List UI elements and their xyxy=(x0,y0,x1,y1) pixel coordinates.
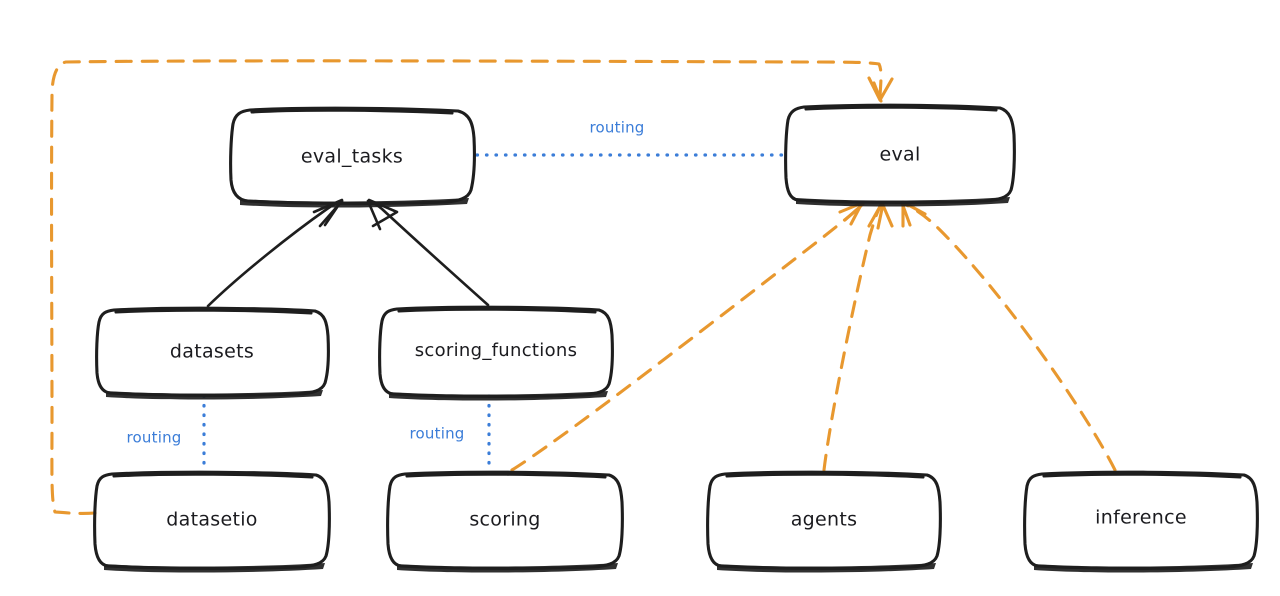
node-box-inference xyxy=(1023,470,1259,570)
node-stroke-accent-datasets xyxy=(114,308,313,315)
node-box-agents xyxy=(706,470,942,570)
edge-path-datasets-eval_tasks xyxy=(206,199,344,308)
arrowhead-datasetio-eval-inner xyxy=(872,81,883,103)
arrowhead-inference-eval-inner xyxy=(900,201,912,227)
node-stroke-accent-agents xyxy=(725,472,925,479)
arrowhead-agents-eval-inner xyxy=(876,202,885,230)
node-box-datasets xyxy=(95,306,330,397)
node-label-eval_tasks: eval_tasks xyxy=(301,146,403,168)
edge-scoring_functions-eval_tasks xyxy=(366,198,490,307)
edge-path-inference-eval xyxy=(902,202,1117,472)
edge-label-routing-scoring: routing xyxy=(410,425,465,443)
edge-datasets-datasetio: routing xyxy=(127,394,206,473)
edge-agents-eval xyxy=(822,201,894,472)
node-label-scoring_functions: scoring_functions xyxy=(415,340,578,361)
node-datasets[interactable]: datasets xyxy=(95,306,330,400)
edge-inference-eval xyxy=(900,200,1117,472)
node-label-datasets: datasets xyxy=(170,341,254,363)
edge-label-routing-eval: routing xyxy=(590,119,645,137)
edge-path-scoring-eval xyxy=(510,204,863,472)
node-stroke-accent-eval_tasks xyxy=(250,108,454,115)
edge-scoring_functions-scoring: routing xyxy=(410,394,491,473)
node-label-eval: eval xyxy=(879,144,920,166)
edge-label-routing-datasetio: routing xyxy=(127,429,182,447)
arrowhead-scoring-eval-inner xyxy=(843,202,865,222)
node-box-eval xyxy=(784,103,1016,204)
node-inference[interactable]: inference xyxy=(1023,470,1259,573)
edge-path-agents-eval xyxy=(822,203,883,472)
node-label-scoring: scoring xyxy=(469,509,540,531)
edge-path-datasetio-eval xyxy=(50,59,883,515)
node-datasetio[interactable]: datasetio xyxy=(93,470,331,573)
node-box-datasetio xyxy=(93,470,331,570)
node-box-scoring xyxy=(386,470,624,570)
node-stroke-accent-datasetio xyxy=(112,472,314,479)
edge-scoring-eval xyxy=(510,201,865,472)
node-label-datasetio: datasetio xyxy=(166,509,257,531)
edge-datasets-eval_tasks xyxy=(206,198,344,308)
node-eval_tasks[interactable]: eval_tasks xyxy=(229,106,476,208)
edge-datasetio-eval xyxy=(50,59,894,515)
node-stroke-accent-scoring xyxy=(405,472,607,479)
node-box-eval_tasks xyxy=(229,106,476,205)
node-scoring[interactable]: scoring xyxy=(386,470,624,573)
node-stroke-accent-scoring_functions xyxy=(397,307,597,314)
node-scoring_functions[interactable]: scoring_functions xyxy=(378,305,614,401)
node-label-agents: agents xyxy=(791,509,858,531)
node-agents[interactable]: agents xyxy=(706,470,942,573)
node-stroke-accent-eval xyxy=(804,105,998,112)
node-label-inference: inference xyxy=(1095,507,1187,529)
node-eval[interactable]: eval xyxy=(784,103,1016,207)
node-box-scoring_functions xyxy=(378,305,614,398)
node-stroke-accent-inference xyxy=(1042,472,1242,479)
edge-eval_tasks-eval: routing xyxy=(475,119,787,157)
